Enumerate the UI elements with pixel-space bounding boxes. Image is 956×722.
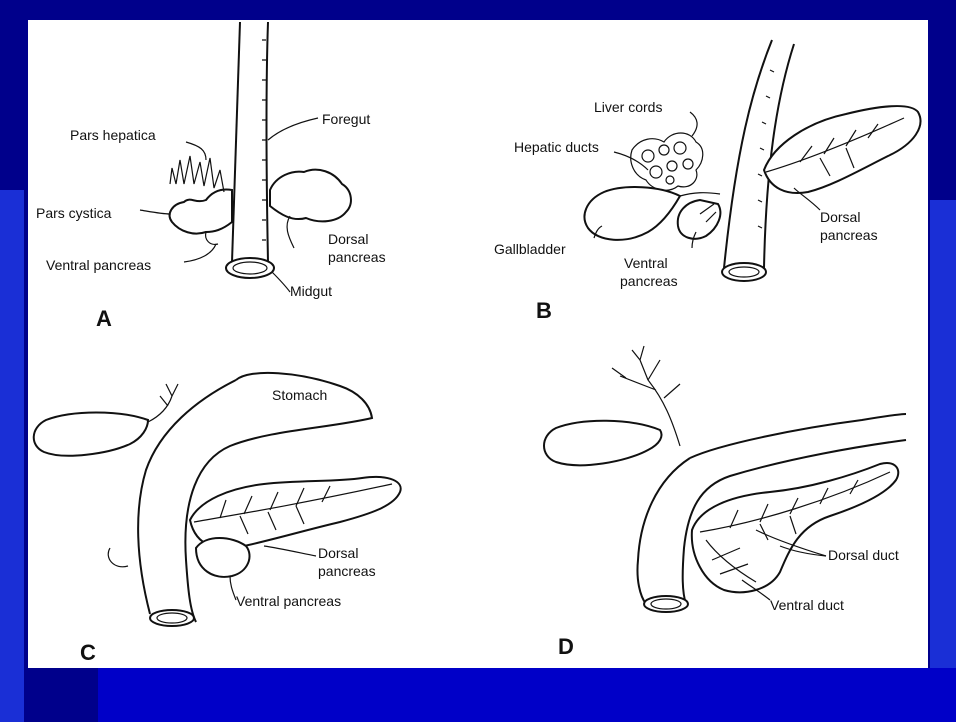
label-ventral-pancreas-a: Ventral pancreas [46,257,151,273]
label-dorsal-duct: Dorsal duct [828,547,899,563]
label-stomach: Stomach [272,387,327,403]
panel-c: Stomach Dorsal pancreas Ventral pancreas… [34,373,401,665]
panel-b-gallbladder [585,187,680,240]
label-pars-cystica: Pars cystica [36,205,112,221]
label-ventral-pancreas-b-1: Ventral [624,255,668,271]
panel-d: Dorsal duct Ventral duct D [544,346,906,659]
panel-b: Liver cords Hepatic ducts Gallbladder Ve… [494,40,920,323]
label-dorsal-pancreas-c-1: Dorsal [318,545,358,561]
label-foregut: Foregut [322,111,370,127]
label-hepatic-ducts: Hepatic ducts [514,139,599,155]
panel-b-ventral-pancreas [678,200,721,239]
panel-letter-c: C [80,640,96,665]
panel-letter-d: D [558,634,574,659]
panel-c-ventral-pancreas [196,538,250,577]
label-dorsal-pancreas-c-2: pancreas [318,563,376,579]
panel-d-stomach [690,414,906,458]
panel-c-gallbladder [34,413,148,456]
label-ventral-pancreas-c: Ventral pancreas [236,593,341,609]
panel-d-gallbladder [544,421,662,465]
label-dorsal-pancreas-a-1: Dorsal [328,231,368,247]
panel-letter-a: A [96,306,112,331]
label-midgut: Midgut [290,283,332,299]
label-liver-cords: Liver cords [594,99,662,115]
panel-letter-b: B [536,298,552,323]
label-pars-hepatica: Pars hepatica [70,127,156,143]
label-ventral-pancreas-b-2: pancreas [620,273,678,289]
label-ventral-duct: Ventral duct [770,597,844,613]
panel-a-liver-bud [170,189,232,233]
label-gallbladder: Gallbladder [494,241,566,257]
panel-a: Pars hepatica Pars cystica Ventral pancr… [36,22,386,331]
panel-b-liver-cords [631,133,703,190]
label-dorsal-pancreas-b-2: pancreas [820,227,878,243]
panel-a-gut-tube [226,22,274,278]
label-dorsal-pancreas-a-2: pancreas [328,249,386,265]
panel-b-dorsal-pancreas [764,106,920,193]
panel-a-dorsal-pancreas [270,170,351,222]
label-dorsal-pancreas-b-1: Dorsal [820,209,860,225]
